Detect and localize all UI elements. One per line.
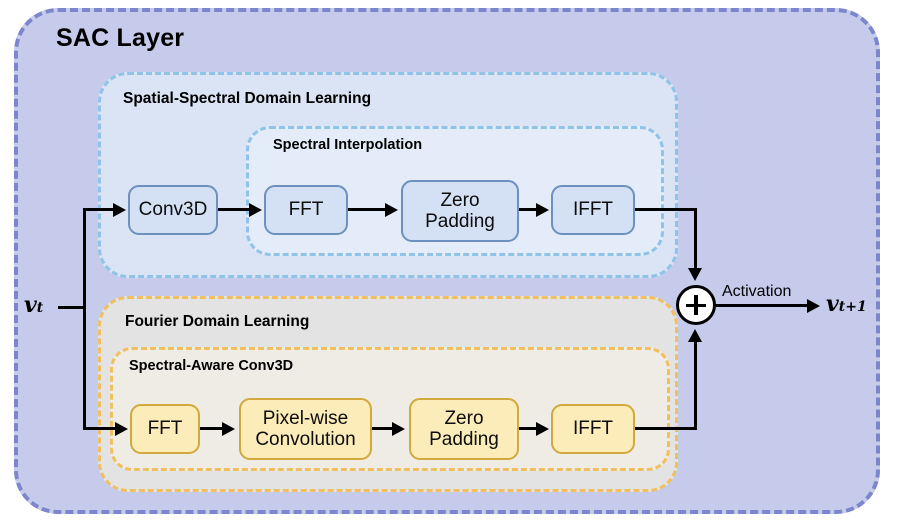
connector-input-riser [83,208,86,429]
arrow-fft-to-zeropad-spatial-icon [385,202,398,217]
connector-zeropad-to-ifft-spatial [519,208,539,211]
node-fft-spatial[interactable]: FFT [264,185,348,235]
connector-input-stub [58,306,86,309]
node-ifft-fourier[interactable]: IFFT [551,404,635,454]
connector-fft-to-zeropad-spatial [348,208,387,211]
connector-zeropad-to-ifft-fourier [519,427,539,430]
arrow-pixelwise-to-zeropad-icon [392,421,405,436]
arrow-top-into-sum-icon [688,268,702,281]
arrow-input-to-conv3d-icon [113,202,126,217]
connector-ifft-fourier-to-sum-h [635,427,696,430]
connector-input-to-top [83,208,115,211]
connector-sum-to-output [716,304,811,307]
spatial-spectral-domain-learning-title: Spatial-Spectral Domain Learning [123,90,372,107]
arrow-sum-to-output-icon [807,298,820,313]
spectral-interpolation-title: Spectral Interpolation [273,137,423,153]
node-conv3d[interactable]: Conv3D [128,185,218,235]
arrow-conv3d-to-fft-icon [249,202,262,217]
output-variable-subscript: t+1 [838,299,867,315]
connector-pixelwise-to-zeropad [372,427,394,430]
fourier-domain-learning-title: Fourier Domain Learning [125,313,310,330]
connector-ifft-spatial-to-sum-v [694,208,697,270]
connector-fft-to-pixelwise [200,427,224,430]
arrow-input-to-fft-icon [115,421,128,436]
input-variable-subscript: t [36,300,44,316]
connector-ifft-fourier-to-sum-v [694,341,697,430]
connector-input-to-bottom [83,427,117,430]
sac-layer-title: SAC Layer [56,24,185,52]
arrow-zeropad-to-ifft-spatial-icon [536,202,549,217]
arrow-fft-to-pixelwise-icon [222,421,235,436]
arrow-zeropad-to-ifft-fourier-icon [536,421,549,436]
connector-conv3d-to-fft [218,208,251,211]
spectral-aware-conv3d-title: Spectral-Aware Conv3D [129,358,294,374]
node-fft-fourier[interactable]: FFT [130,404,200,454]
input-variable-label: vt [24,292,43,318]
node-ifft-spatial[interactable]: IFFT [551,185,635,235]
activation-label: Activation [722,283,792,300]
arrow-bottom-into-sum-icon [688,329,702,342]
output-variable-base: v [826,291,839,317]
input-variable-base: v [24,292,37,318]
connector-ifft-spatial-to-sum-h [635,208,696,211]
output-variable-label: vt+1 [826,291,867,317]
sum-node [676,285,716,325]
